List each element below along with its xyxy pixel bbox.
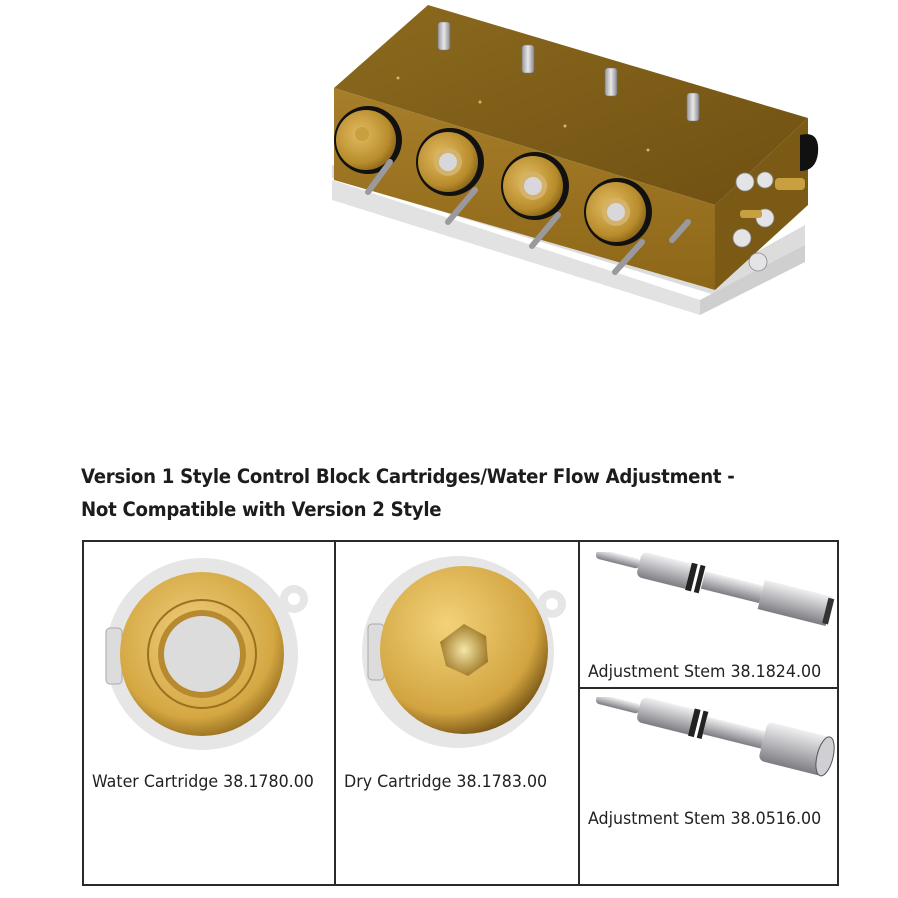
adjustment-stem-socket-image <box>595 697 835 777</box>
adjustment-stem-flat-image <box>595 552 835 626</box>
water-cartridge-image <box>105 558 308 750</box>
heading-line-1: Version 1 Style Control Block Cartridges… <box>81 465 735 488</box>
dry-cartridge-image <box>362 556 566 748</box>
part-label: Adjustment Stem 38.0516.00 <box>588 809 822 828</box>
section-heading: Version 1 Style Control Block Cartridges… <box>81 460 751 526</box>
parts-table: Water Cartridge 38.1780.00 Dry Cartridge… <box>82 540 839 886</box>
control-block-image <box>320 0 840 320</box>
part-label: Water Cartridge 38.1780.00 <box>92 772 314 791</box>
part-cell-water-cartridge: Water Cartridge 38.1780.00 <box>84 542 336 884</box>
part-label: Dry Cartridge 38.1783.00 <box>344 772 548 791</box>
heading-line-2: Not Compatible with Version 2 Style <box>81 498 442 521</box>
part-cell-dry-cartridge: Dry Cartridge 38.1783.00 <box>336 542 580 884</box>
part-label: Adjustment Stem 38.1824.00 <box>588 662 822 681</box>
part-cell-adjustment-stem-0516: Adjustment Stem 38.0516.00 <box>580 689 837 884</box>
part-cell-adjustment-stem-1824: Adjustment Stem 38.1824.00 <box>580 542 837 689</box>
